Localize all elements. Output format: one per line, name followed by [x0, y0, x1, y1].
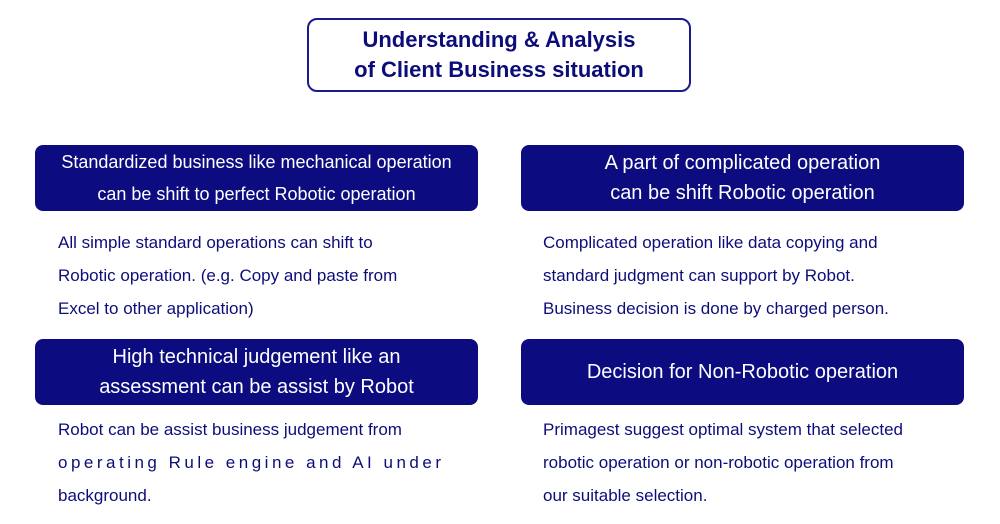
banner-line: can be shift to perfect Robotic operatio…: [97, 184, 416, 204]
desc-line: Robot can be assist business judgement f…: [58, 420, 402, 439]
banner-line: Decision for Non-Robotic operation: [586, 361, 899, 383]
desc-line: standard judgment can support by Robot.: [543, 266, 855, 285]
desc-line: Complicated operation like data copying …: [543, 233, 878, 252]
desc-line: Excel to other application): [58, 299, 254, 318]
desc-line: All simple standard operations can shift…: [58, 233, 373, 252]
banner-line: A part of complicated operation: [604, 152, 881, 174]
desc-line: Business decision is done by charged per…: [543, 299, 889, 318]
desc-line: background.: [58, 486, 152, 505]
desc-line: Robotic operation. (e.g. Copy and paste …: [58, 266, 398, 285]
banner-standardized-business: Standardized business like mechanical op…: [35, 145, 478, 211]
desc-line: operating Rule engine and AI under: [58, 453, 445, 472]
title-line-1: Understanding & Analysis: [362, 27, 636, 52]
title-line-2: of Client Business situation: [354, 57, 644, 82]
desc-non-robotic-decision: Primagest suggest optimal system that se…: [543, 413, 963, 512]
desc-standardized-business: All simple standard operations can shift…: [58, 226, 478, 325]
banner-line: High technical judgement like an: [112, 346, 401, 368]
desc-complicated-operation: Complicated operation like data copying …: [543, 226, 963, 325]
banner-line: assessment can be assist by Robot: [99, 376, 414, 398]
banner-line: Standardized business like mechanical op…: [61, 152, 452, 172]
desc-line: our suitable selection.: [543, 486, 708, 505]
banner-line: can be shift Robotic operation: [610, 182, 875, 204]
desc-line: robotic operation or non-robotic operati…: [543, 453, 894, 472]
banner-complicated-operation: A part of complicated operation can be s…: [521, 145, 964, 211]
banner-technical-judgement: High technical judgement like an assessm…: [35, 339, 478, 405]
desc-line: Primagest suggest optimal system that se…: [543, 420, 903, 439]
desc-technical-judgement: Robot can be assist business judgement f…: [58, 413, 478, 512]
main-title-box: Understanding & Analysis of Client Busin…: [307, 18, 691, 92]
banner-non-robotic-decision: Decision for Non-Robotic operation: [521, 339, 964, 405]
